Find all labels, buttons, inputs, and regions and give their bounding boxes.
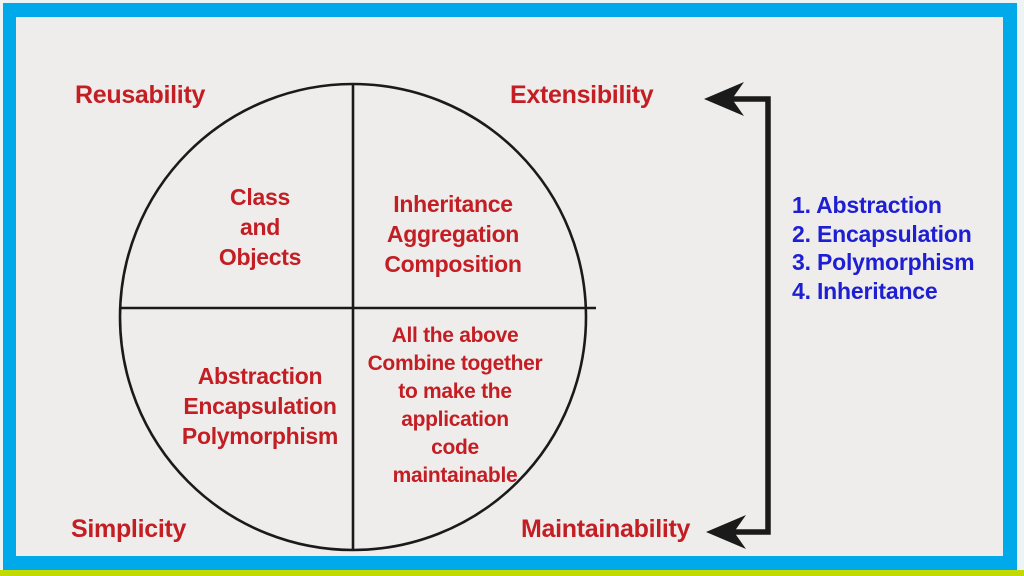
oop-pillar-list-item: 3. Polymorphism	[792, 249, 975, 275]
quadrant-text-class-and-objects: Class and Objects	[218, 184, 302, 270]
corner-label-simplicity: Simplicity	[71, 515, 187, 543]
oop-pillar-list: 1. Abstraction 2. Encapsulation 3. Polym…	[792, 191, 975, 305]
oop-pillar-list-item: 4. Inheritance	[792, 277, 938, 304]
arrowhead-to-extensibility-icon	[704, 82, 744, 116]
oop-pillar-list-item: 1. Abstraction	[792, 192, 942, 218]
corner-label-maintainability: Maintainability	[521, 515, 691, 543]
quadrant-text-all-the-above: All the above Combine together to make t…	[367, 324, 543, 487]
bottom-yellow-strip	[0, 570, 1024, 576]
diagram-canvas	[16, 17, 1003, 556]
corner-label-reusability: Reusability	[75, 81, 206, 109]
quadrant-text-inheritance-aggregation-composition: Inheritance Aggregation Composition	[384, 191, 522, 277]
corner-label-extensibility: Extensibility	[510, 81, 654, 109]
bracket-connector-line	[728, 96, 771, 535]
oop-pillar-list-item: 2. Encapsulation	[792, 220, 972, 247]
arrowhead-to-maintainability-icon	[706, 515, 746, 549]
quadrant-text-abstraction-encapsulation-polymorphism: Abstraction Encapsulation Polymorphism	[181, 363, 339, 449]
